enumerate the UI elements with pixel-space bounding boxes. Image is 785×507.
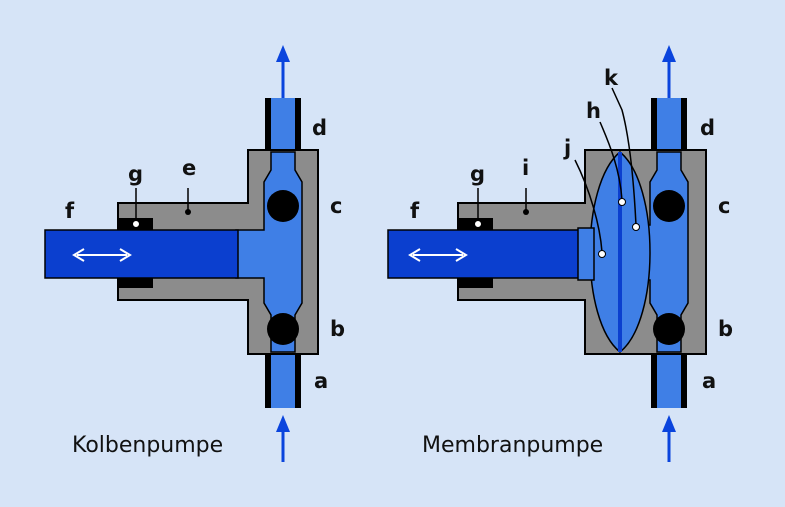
label-f: f [65, 199, 75, 223]
inlet-valve-ball [267, 313, 299, 345]
seal-bottom [458, 278, 493, 288]
piston-rod [44, 229, 239, 279]
piston-pump: d c b a g e f Kolbenpumpe [44, 45, 345, 462]
label-a: a [702, 369, 716, 393]
label-b: b [718, 317, 733, 341]
label-f: f [410, 199, 420, 223]
label-j: j [563, 136, 571, 160]
inlet-valve-ball [653, 313, 685, 345]
label-b: b [330, 317, 345, 341]
outlet-arrow [276, 45, 290, 98]
inlet-arrow [662, 415, 676, 462]
outlet-valve-ball [267, 190, 299, 222]
label-d: d [700, 116, 715, 140]
label-d: d [312, 116, 327, 140]
outlet-valve-ball [653, 190, 685, 222]
double-arrow [72, 248, 132, 262]
label-k: k [604, 66, 619, 90]
diaphragm-pump-title: Membranpumpe [422, 433, 603, 458]
double-arrow [408, 248, 468, 262]
label-g: g [470, 162, 485, 186]
seal-bottom [118, 278, 153, 288]
label-c: c [718, 194, 730, 218]
inlet-arrow [276, 415, 290, 462]
label-h: h [586, 99, 601, 123]
outlet-arrow [662, 45, 676, 98]
label-a: a [314, 369, 328, 393]
diaphragm-pump: k h j d c b a g i f Membranpumpe [387, 45, 733, 462]
label-c: c [330, 194, 342, 218]
label-g: g [128, 162, 143, 186]
label-e: e [182, 156, 196, 180]
piston-pump-title: Kolbenpumpe [72, 433, 223, 458]
label-i: i [522, 156, 529, 180]
piston-head [577, 227, 595, 281]
